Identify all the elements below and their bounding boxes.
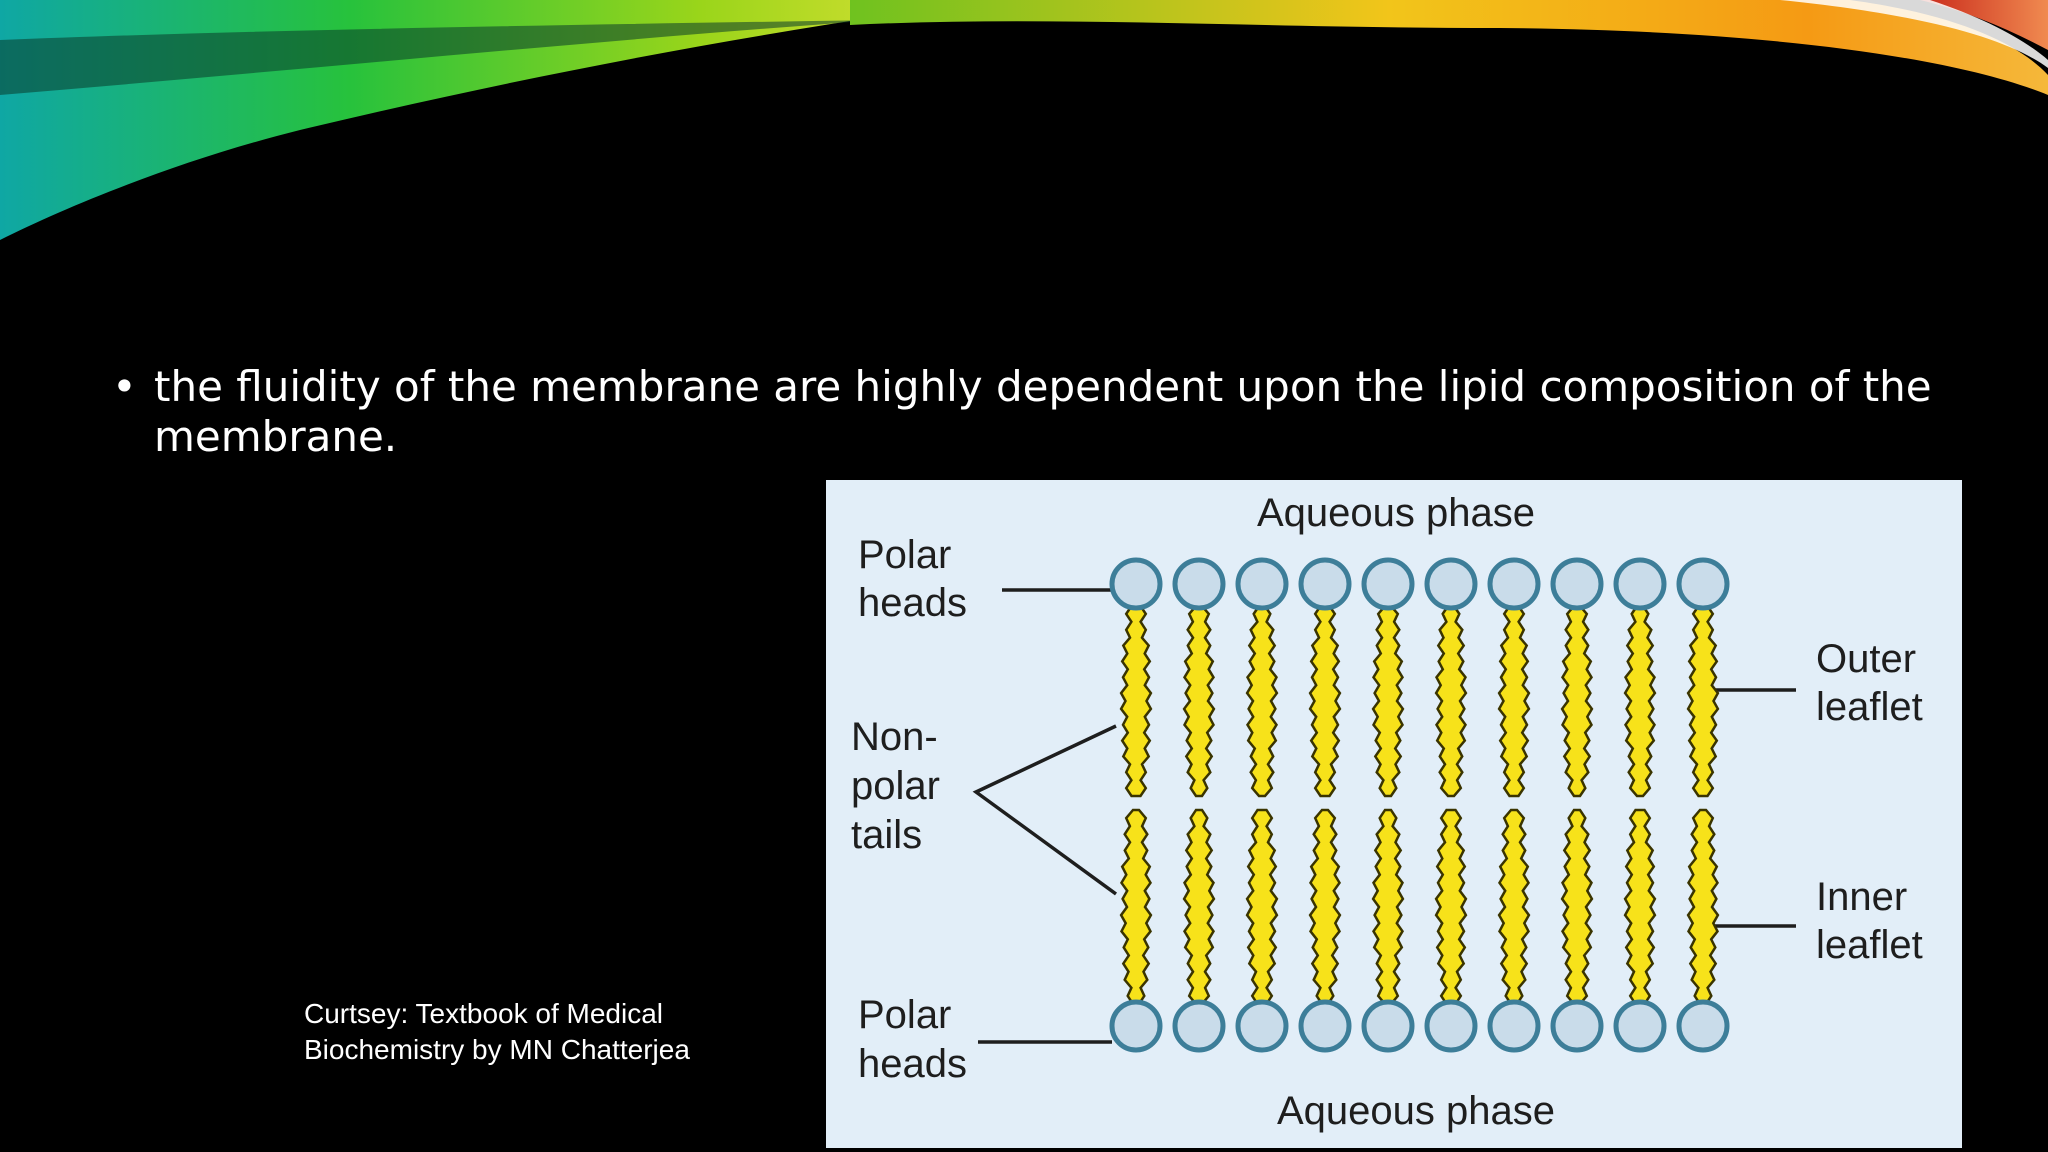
polar-head-top [1298,557,1352,611]
polar-head-bottom [1298,999,1352,1053]
nonpolar-tails-line-3: tails [851,813,922,857]
outer-leaflet-line-2: leaflet [1816,685,1923,729]
lipid-tail-inner [1371,808,1405,1006]
lipid-tail-inner [1497,808,1531,1006]
lipid-bilayer-diagram: Aqueous phase Aqueous phase Polar heads … [826,480,1962,1148]
polar-heads-top-line-2: heads [858,581,967,625]
lipid-tail-outer [1119,604,1153,798]
nonpolar-tails-line-2: polar [851,764,940,808]
credit-line-2: Biochemistry by MN Chatterjea [304,1034,690,1065]
polar-head-bottom [1235,999,1289,1053]
lipid-tail-outer [1308,604,1342,798]
lipid-tail-outer [1434,604,1468,798]
polar-head-top [1550,557,1604,611]
polar-head-top [1109,557,1163,611]
polar-head-top [1361,557,1415,611]
lipid-tail-outer [1497,604,1531,798]
polar-heads-bottom-line-2: heads [858,1042,967,1086]
banner-swoosh-red [1920,0,2048,50]
lipid-tail-outer [1623,604,1657,798]
polar-head-top [1235,557,1289,611]
polar-head-bottom [1550,999,1604,1053]
polar-head-bottom [1487,999,1541,1053]
lipid-bilayer-svg: Aqueous phase Aqueous phase Polar heads … [851,491,1923,1133]
lipid-tail-outer [1371,604,1405,798]
lipid-tail-inner [1434,808,1468,1006]
lipid-tail-inner [1182,808,1216,1006]
lipid-tail-inner [1560,808,1594,1006]
lipid-tail-outer [1182,604,1216,798]
lipid-tail-inner [1119,808,1153,1006]
polar-head-bottom [1424,999,1478,1053]
decorative-banner [0,0,2048,240]
banner-swoosh-dark [0,20,880,95]
nonpolar-tails-line-1: Non- [851,715,938,759]
polar-head-bottom [1172,999,1226,1053]
banner-swoosh-white [1780,0,2048,68]
polar-head-bottom [1676,999,1730,1053]
aqueous-phase-top-label: Aqueous phase [1257,491,1535,535]
lipid-tail-inner [1686,808,1720,1006]
lipid-tail-inner [1623,808,1657,1006]
polar-head-bottom [1613,999,1667,1053]
lipid-tail-inner [1308,808,1342,1006]
bullet-text: the fluidity of the membrane are highly … [154,362,1932,461]
polar-heads-bottom-line-1: Polar [858,993,951,1037]
polar-head-top [1424,557,1478,611]
polar-head-top [1676,557,1730,611]
lipid-tail-outer [1245,604,1279,798]
outer-leaflet-line-1: Outer [1816,637,1916,681]
polar-head-top [1172,557,1226,611]
inner-leaflet-line-1: Inner [1816,875,1907,919]
polar-head-bottom [1361,999,1415,1053]
bullet-item: • the fluidity of the membrane are highl… [112,362,1932,462]
lipid-tail-outer [1560,604,1594,798]
inner-leaflet-line-2: leaflet [1816,923,1923,967]
bullet-marker: • [112,362,137,411]
polar-head-bottom [1109,999,1163,1053]
polar-heads-top-line-1: Polar [858,533,951,577]
polar-head-top [1487,557,1541,611]
banner-swoosh-gold [850,0,2048,95]
aqueous-phase-bottom-label: Aqueous phase [1277,1089,1555,1133]
credit-line-1: Curtsey: Textbook of Medical [304,998,663,1029]
lipid-tail-inner [1245,808,1279,1006]
image-credit: Curtsey: Textbook of Medical Biochemistr… [304,996,690,1068]
connector-nonpolar-tails [972,724,1118,896]
lipid-tail-outer [1686,604,1720,798]
polar-head-top [1613,557,1667,611]
